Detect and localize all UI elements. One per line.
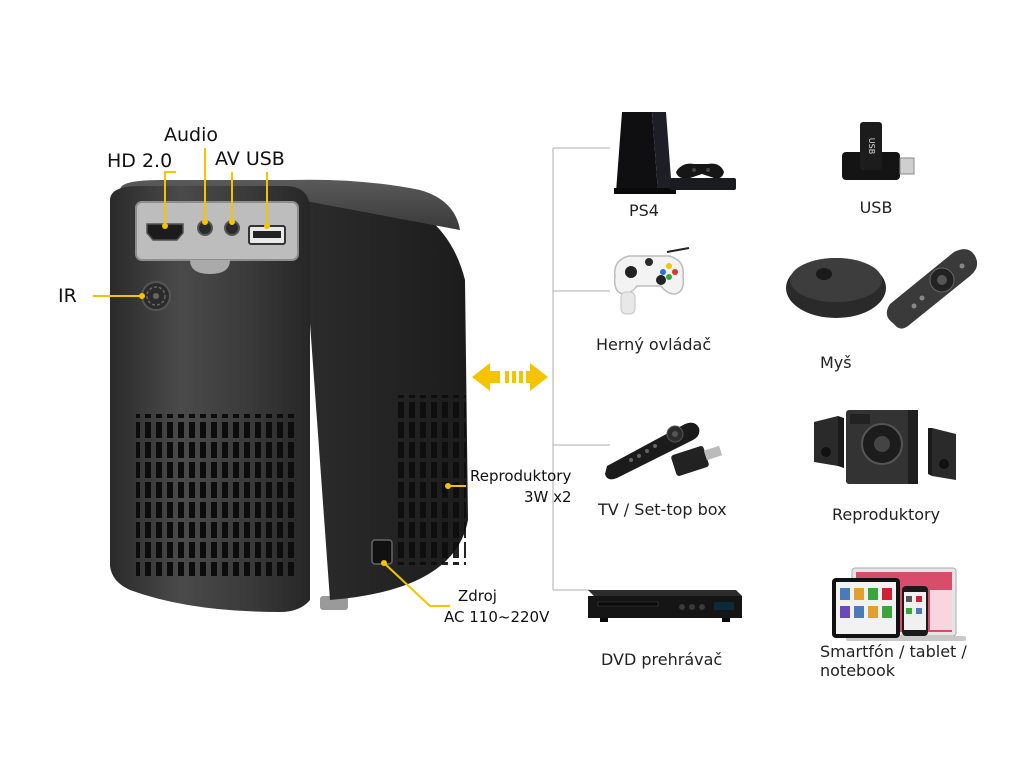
ps4-label: PS4 <box>629 201 659 220</box>
speakers-label: Reproduktory <box>470 467 572 485</box>
speakers-spec: 3W x2 <box>524 488 572 506</box>
port-panel-tab <box>190 260 230 274</box>
tv-stick-icon <box>605 422 723 480</box>
ir-label: IR <box>58 285 77 307</box>
mouse-label: Myš <box>820 353 852 372</box>
front-vents <box>136 414 294 576</box>
bidirectional-arrow-icon <box>472 363 548 391</box>
tv-box-label: TV / Set-top box <box>598 500 727 519</box>
speaker-set-icon <box>814 410 956 484</box>
av-usb-label: AV USB <box>215 148 285 170</box>
power-port <box>371 539 393 565</box>
power-spec: AC 110~220V <box>444 608 550 626</box>
hdmi-port <box>146 223 184 241</box>
side-vents <box>398 395 466 565</box>
connection-bracket <box>552 147 610 591</box>
audio-label: Audio <box>164 124 219 146</box>
svg-text:USB: USB <box>867 138 876 154</box>
game-controller-icon <box>613 247 690 315</box>
projector-foot <box>320 596 348 610</box>
usb-label: USB <box>859 198 893 217</box>
smart-devices-label: Smartfón / tablet /notebook <box>820 642 990 680</box>
gamepad-label: Herný ovládač <box>596 335 712 354</box>
smart-devices-icon <box>832 567 966 641</box>
smart-label-line2: notebook <box>820 661 896 680</box>
ps4-console-icon <box>614 112 736 194</box>
dvd-label: DVD prehrávač <box>601 650 723 669</box>
power-label: Zdroj <box>458 587 497 605</box>
mouse-and-air-remote-icon <box>786 249 978 329</box>
dvd-player-icon <box>588 590 742 622</box>
usb-flash-drive-icon: USB <box>842 122 915 180</box>
callout-lines <box>93 148 466 607</box>
smart-label-line1: Smartfón / tablet / <box>820 642 967 661</box>
speakers-device-label: Reproduktory <box>832 505 941 524</box>
hd-label: HD 2.0 <box>107 150 173 172</box>
